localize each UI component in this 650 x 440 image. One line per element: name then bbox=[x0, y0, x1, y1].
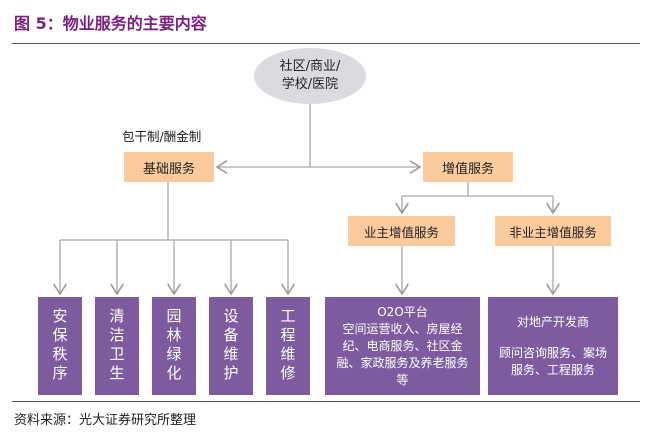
basic-item-cleaning: 清洁卫生 bbox=[95, 297, 139, 395]
owner-services-heading: O2O平台 bbox=[377, 304, 428, 319]
basic-item-landscaping: 园林绿化 bbox=[152, 297, 196, 395]
bottom-divider bbox=[12, 401, 640, 402]
basic-item-label: 工程维修 bbox=[278, 308, 297, 384]
top-divider bbox=[12, 43, 640, 44]
source-note: 资料来源：光大证券研究所整理 bbox=[14, 413, 197, 428]
nonowner-services-detail: 顾问咨询服务、案场服务、工程服务 bbox=[498, 345, 607, 377]
basic-service-box: 基础服务 bbox=[124, 152, 214, 182]
basic-item-security: 安保秩序 bbox=[38, 297, 82, 395]
basic-item-equipment: 设备维护 bbox=[209, 297, 253, 395]
owner-services-detail: 空间运营收入、房屋经纪、电商服务、社区金融、家政服务及养老服务等 bbox=[336, 321, 469, 387]
basic-item-label: 园林绿化 bbox=[164, 308, 183, 384]
root-line1: 社区/商业/ bbox=[279, 59, 341, 74]
root-line2: 学校/医院 bbox=[281, 77, 339, 92]
owner-value-added-box: 业主增值服务 bbox=[348, 216, 455, 246]
contract-type-note: 包干制/酬金制 bbox=[122, 129, 202, 144]
root-ellipse: 社区/商业/ 学校/医院 bbox=[254, 48, 366, 104]
figure-title: 图 5：物业服务的主要内容 bbox=[14, 14, 207, 33]
basic-item-label: 安保秩序 bbox=[50, 308, 69, 384]
nonowner-value-added-box: 非业主增值服务 bbox=[495, 216, 611, 246]
nonowner-services-heading: 对地产开发商 bbox=[516, 314, 589, 329]
nonowner-services-box: 对地产开发商 顾问咨询服务、案场服务、工程服务 bbox=[488, 297, 618, 395]
value-added-service-box: 增值服务 bbox=[423, 152, 513, 182]
basic-item-label: 设备维护 bbox=[221, 308, 240, 384]
basic-item-label: 清洁卫生 bbox=[107, 308, 126, 384]
owner-services-box: O2O平台 空间运营收入、房屋经纪、电商服务、社区金融、家政服务及养老服务等 bbox=[325, 297, 480, 395]
basic-item-engineering: 工程维修 bbox=[266, 297, 310, 395]
